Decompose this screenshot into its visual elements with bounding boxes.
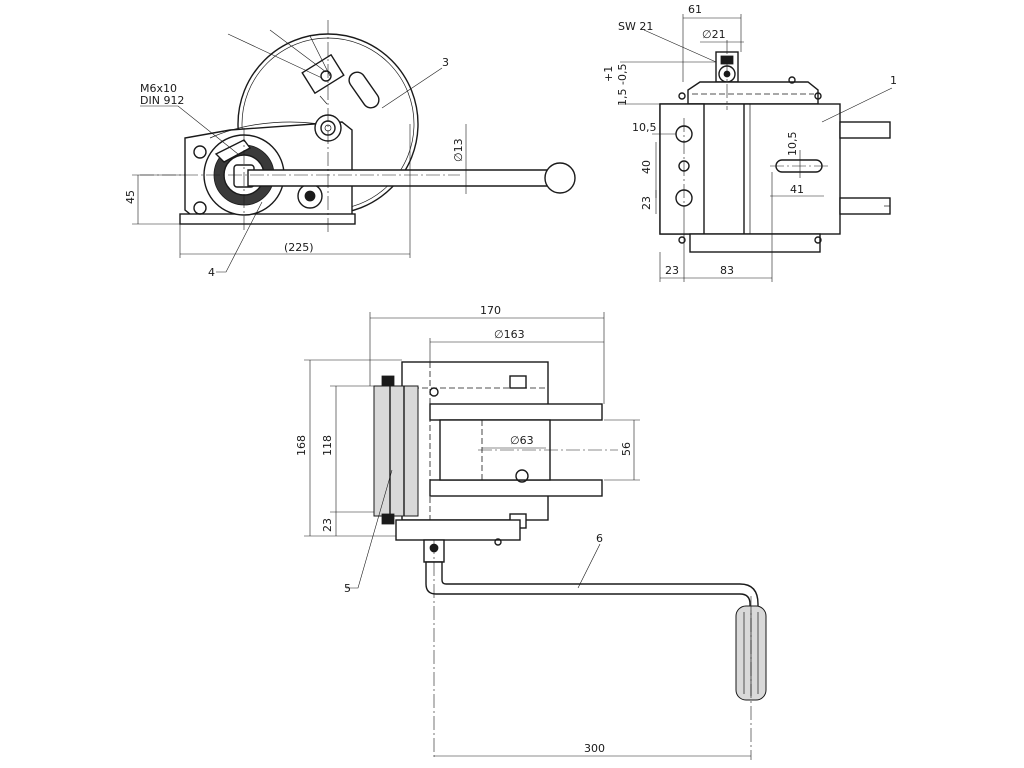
part-label-6: 6 — [596, 532, 603, 545]
clamp-bolt — [320, 70, 332, 82]
lower-flange — [429, 479, 603, 497]
screw-spec-line1: M6x10 — [140, 82, 177, 95]
side-bolt-5 — [814, 236, 822, 244]
dim-10-5-right: 10,5 — [786, 132, 799, 157]
dim-23-bottom: 23 — [665, 264, 679, 277]
dim-168: 168 — [295, 435, 308, 456]
dim-45: 45 — [124, 190, 137, 204]
top-bolt-1 — [381, 375, 395, 387]
dim-83: 83 — [720, 264, 734, 277]
dim-61: 61 — [688, 3, 702, 16]
bottom-bolt-1 — [381, 513, 395, 525]
crank-knob — [544, 162, 576, 194]
frame-bolt-3-inner — [304, 190, 316, 202]
top-view: 170 ∅163 168 118 23 ∅63 56 300 5 6 — [295, 304, 767, 760]
side-view: 61 SW 21 ∅21 +1 1,5 -0,5 1 10,5 40 23 10… — [602, 3, 897, 282]
dim-63: ∅63 — [510, 434, 534, 447]
dim-300: 300 — [584, 742, 605, 755]
dim-163: ∅163 — [494, 328, 525, 341]
leader-6 — [577, 543, 601, 589]
cable-clamp — [301, 53, 345, 95]
shaft-lower — [839, 197, 891, 215]
frame-bolt-2 — [193, 201, 207, 215]
upper-flange — [429, 403, 603, 421]
dim-21: ∅21 — [702, 28, 726, 41]
part-label-4: 4 — [208, 266, 215, 279]
part-label-3: 3 — [442, 56, 449, 69]
dim-56: 56 — [620, 442, 633, 456]
side-bottom — [689, 233, 821, 253]
leader-clamp-1 — [227, 33, 323, 79]
side-body-left-plate — [659, 103, 705, 235]
base-pin — [494, 538, 502, 546]
leader-clamp-2 — [269, 29, 327, 73]
crank-rod — [247, 169, 553, 187]
leader-5 — [346, 469, 393, 589]
part-label-1: 1 — [890, 74, 897, 87]
base-plate — [179, 213, 356, 225]
dim-13: ∅13 — [452, 138, 465, 162]
dim-40: 40 — [640, 160, 653, 174]
dim-23-lower: 23 — [321, 518, 334, 532]
leader-screw — [140, 105, 239, 155]
pawl — [214, 139, 252, 163]
part-label-5: 5 — [344, 582, 351, 595]
top-side-frame — [373, 385, 419, 517]
side-bolt-1 — [678, 92, 686, 100]
side-bolt-2 — [788, 76, 796, 84]
screw-spec-line2: DIN 912 — [140, 94, 184, 107]
leader-sw21 — [643, 29, 717, 63]
front-view: M6x10 DIN 912 3 4 45 (225) ∅13 — [124, 20, 576, 279]
side-bolt-3 — [814, 92, 822, 100]
top-pin-2 — [515, 469, 529, 483]
top-cap — [687, 81, 819, 105]
wrench-size: SW 21 — [618, 20, 653, 33]
frame-bolt-1 — [193, 145, 207, 159]
leader-clamp-3 — [309, 35, 331, 77]
clamp-stem — [319, 95, 328, 105]
top-base-block — [395, 519, 521, 541]
side-bolt-4 — [678, 236, 686, 244]
dim-170: 170 — [480, 304, 501, 317]
dim-41: 41 — [790, 183, 804, 196]
shaft-upper — [839, 121, 891, 139]
crank-arm — [425, 561, 759, 621]
dim-118: 118 — [321, 435, 334, 456]
top-pin-1 — [429, 387, 439, 397]
leader-4 — [216, 201, 263, 273]
tolerance-plus: +1 — [602, 66, 615, 82]
top-bolt-2 — [509, 375, 527, 389]
dim-225: (225) — [284, 241, 314, 254]
drum-slot — [348, 71, 380, 109]
leader-1 — [821, 87, 893, 123]
leader-3 — [381, 67, 443, 109]
tolerance-main: 1,5 -0,5 — [616, 64, 629, 106]
dim-10-5-left: 10,5 — [632, 121, 657, 134]
dim-23-side: 23 — [640, 196, 653, 210]
